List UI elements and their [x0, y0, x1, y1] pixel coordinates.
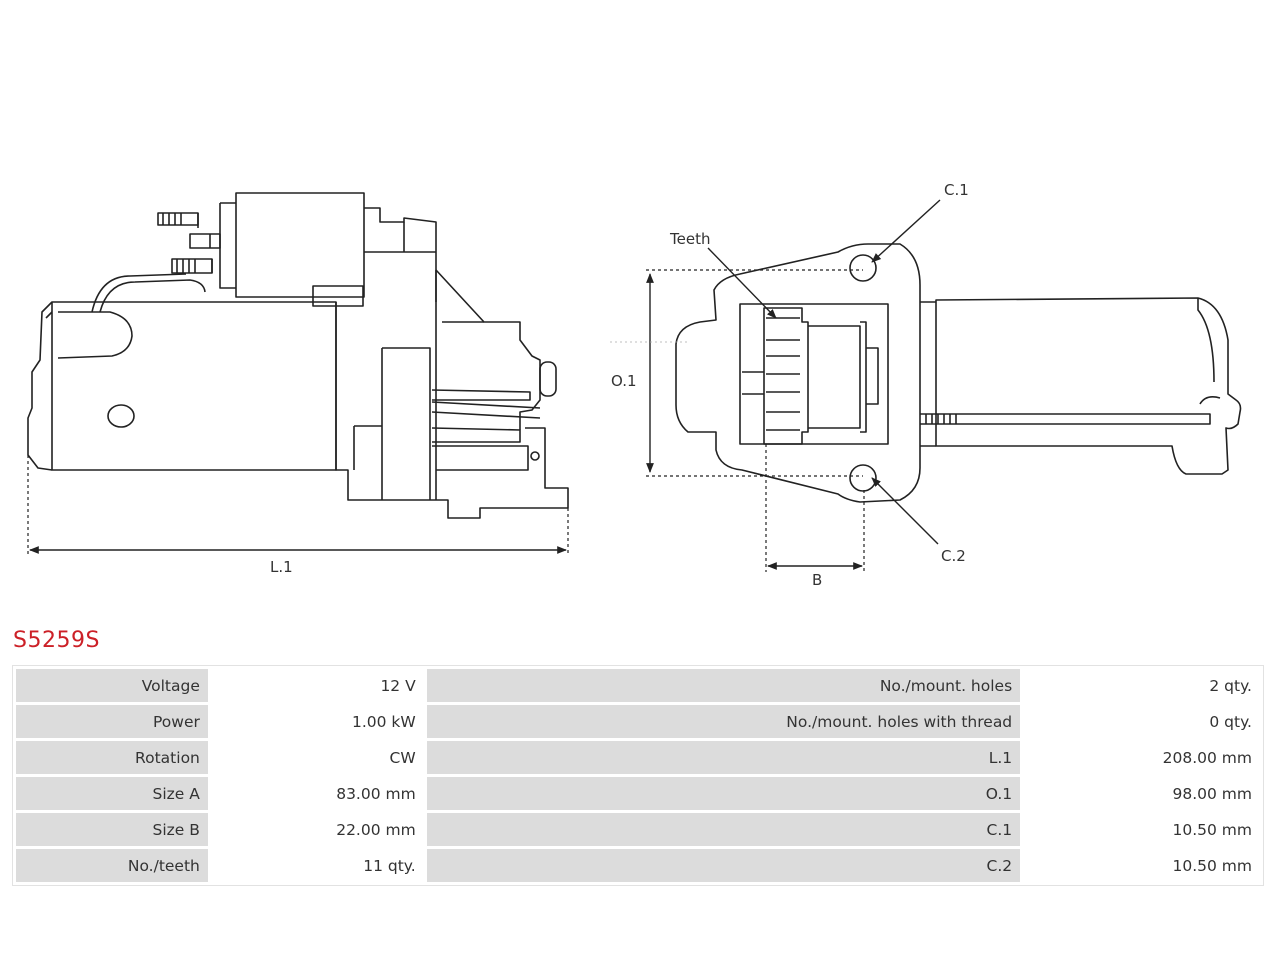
spec-label: Power — [16, 705, 208, 738]
starter-front-view — [675, 243, 1242, 503]
spec-label: No./mount. holes with thread — [426, 705, 1021, 738]
spec-value: CW — [210, 741, 424, 774]
label-c2: C.2 — [941, 547, 966, 565]
spec-value: 0 qty. — [1023, 705, 1260, 738]
spec-label: No./teeth — [16, 849, 208, 882]
spec-label: O.1 — [426, 777, 1021, 810]
spec-value: 2 qty. — [1023, 669, 1260, 702]
spec-label: No./mount. holes — [426, 669, 1021, 702]
table-row: Size B 22.00 mm C.1 10.50 mm — [16, 813, 1260, 846]
table-row: Voltage 12 V No./mount. holes 2 qty. — [16, 669, 1260, 702]
dimension-l1 — [27, 455, 569, 556]
spec-label: Size A — [16, 777, 208, 810]
spec-value: 11 qty. — [210, 849, 424, 882]
spec-label: Rotation — [16, 741, 208, 774]
spec-value: 22.00 mm — [210, 813, 424, 846]
spec-value: 83.00 mm — [210, 777, 424, 810]
spec-label: Size B — [16, 813, 208, 846]
table-row: Rotation CW L.1 208.00 mm — [16, 741, 1260, 774]
spec-value: 98.00 mm — [1023, 777, 1260, 810]
front-view-annotations — [610, 199, 941, 572]
label-l1: L.1 — [270, 558, 293, 576]
spec-value: 208.00 mm — [1023, 741, 1260, 774]
table-row: No./teeth 11 qty. C.2 10.50 mm — [16, 849, 1260, 882]
table-row: Power 1.00 kW No./mount. holes with thre… — [16, 705, 1260, 738]
label-teeth: Teeth — [669, 230, 710, 248]
spec-value: 1.00 kW — [210, 705, 424, 738]
spec-label: Voltage — [16, 669, 208, 702]
spec-label: C.1 — [426, 813, 1021, 846]
spec-label: C.2 — [426, 849, 1021, 882]
starter-technical-drawing: L.1 — [27, 181, 1242, 589]
part-number-title: S5259S — [13, 628, 100, 653]
label-o1: O.1 — [611, 372, 637, 390]
spec-value: 10.50 mm — [1023, 813, 1260, 846]
spec-label: L.1 — [426, 741, 1021, 774]
label-b: B — [812, 571, 822, 589]
table-row: Size A 83.00 mm O.1 98.00 mm — [16, 777, 1260, 810]
spec-value: 12 V — [210, 669, 424, 702]
label-c1: C.1 — [944, 181, 969, 199]
spec-value: 10.50 mm — [1023, 849, 1260, 882]
specifications-table: Voltage 12 V No./mount. holes 2 qty. Pow… — [12, 665, 1264, 886]
starter-side-view — [27, 192, 569, 519]
